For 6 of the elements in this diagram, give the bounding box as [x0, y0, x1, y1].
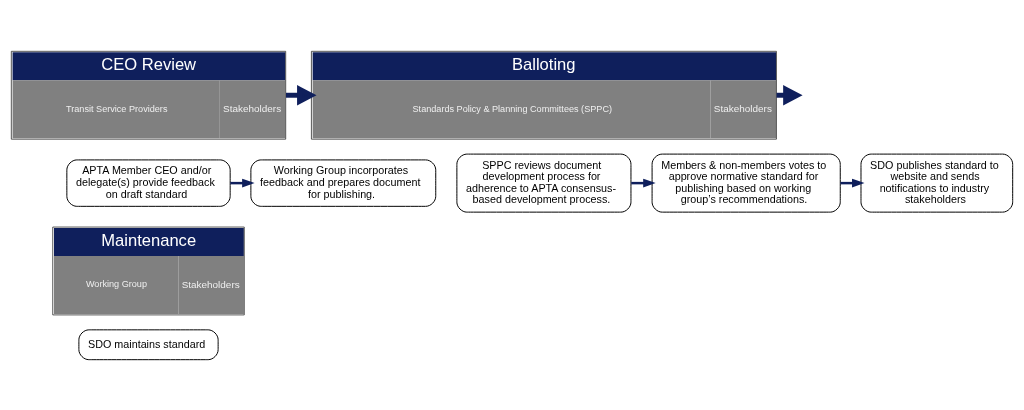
node-box: APTA Member CEO and/or delegate(s) provide feedback on draft standard — [66, 158, 231, 207]
node-box: SPPC reviews document development process for adherence to APTA consensus-based development process. — [456, 153, 632, 213]
node-box: Working Group incorporates feedback and prepares document for publishing. — [250, 158, 437, 207]
node-box: SDO publishes standard to website and sends notifications to industry stakeholders — [860, 153, 1014, 213]
node-box: Members & non-members votes to approve normative standard for publishing based on working group’s recommendations. — [651, 153, 841, 213]
node-box: SDO maintains standard — [78, 328, 219, 360]
